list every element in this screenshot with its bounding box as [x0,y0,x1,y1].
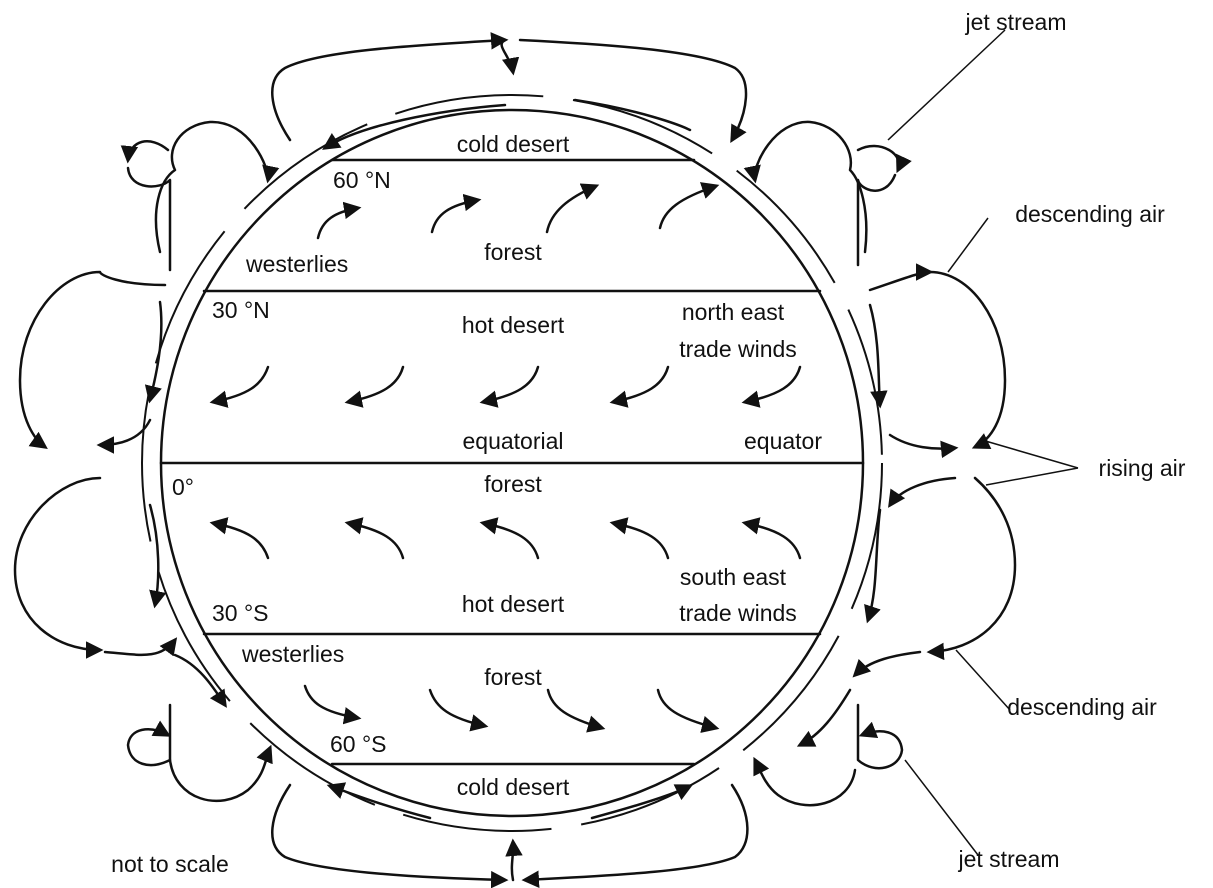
labels: cold desert 60 °N westerlies forest 30 °… [111,9,1186,877]
ne-trade-wind-arrows [209,365,802,408]
label-cold-desert-north: cold desert [457,131,570,157]
circulation-cells-left [13,120,280,803]
label-rising-air: rising air [1099,455,1186,481]
label-westerlies-north: westerlies [245,251,348,277]
label-lat-0: 0° [172,474,194,500]
label-jet-stream-bottom: jet stream [958,846,1060,872]
label-forest-north: forest [484,239,542,265]
label-descending-air-top: descending air [1015,201,1165,227]
label-descending-air-bottom: descending air [1007,694,1157,720]
label-lat-30n: 30 °N [212,297,270,323]
label-jet-stream-top: jet stream [965,9,1067,35]
polar-cells-bottom [271,782,749,888]
label-se-trade-2: trade winds [679,600,797,626]
label-cold-desert-south: cold desert [457,774,570,800]
label-hot-desert-south: hot desert [462,591,565,617]
label-forest-equator: forest [484,471,542,497]
label-forest-south: forest [484,664,542,690]
label-not-to-scale: not to scale [111,851,229,877]
leader-lines [887,29,1079,856]
westerlies-arrows-north [316,182,720,240]
label-equatorial: equatorial [462,428,563,454]
label-hot-desert-north: hot desert [462,312,565,338]
label-se-trade-1: south east [680,564,787,590]
polar-cells-top [271,32,748,150]
label-lat-30s: 30 °S [212,600,269,626]
circulation-cells-right [743,120,1017,807]
label-equator: equator [744,428,822,454]
label-ne-trade-1: north east [682,299,785,325]
label-lat-60s: 60 °S [330,731,387,757]
label-lat-60n: 60 °N [333,167,391,193]
label-westerlies-south: westerlies [241,641,344,667]
westerlies-arrows-south [303,684,720,733]
label-ne-trade-2: trade winds [679,336,797,362]
se-trade-wind-arrows [209,517,802,560]
atmosphere-outline [141,94,883,832]
